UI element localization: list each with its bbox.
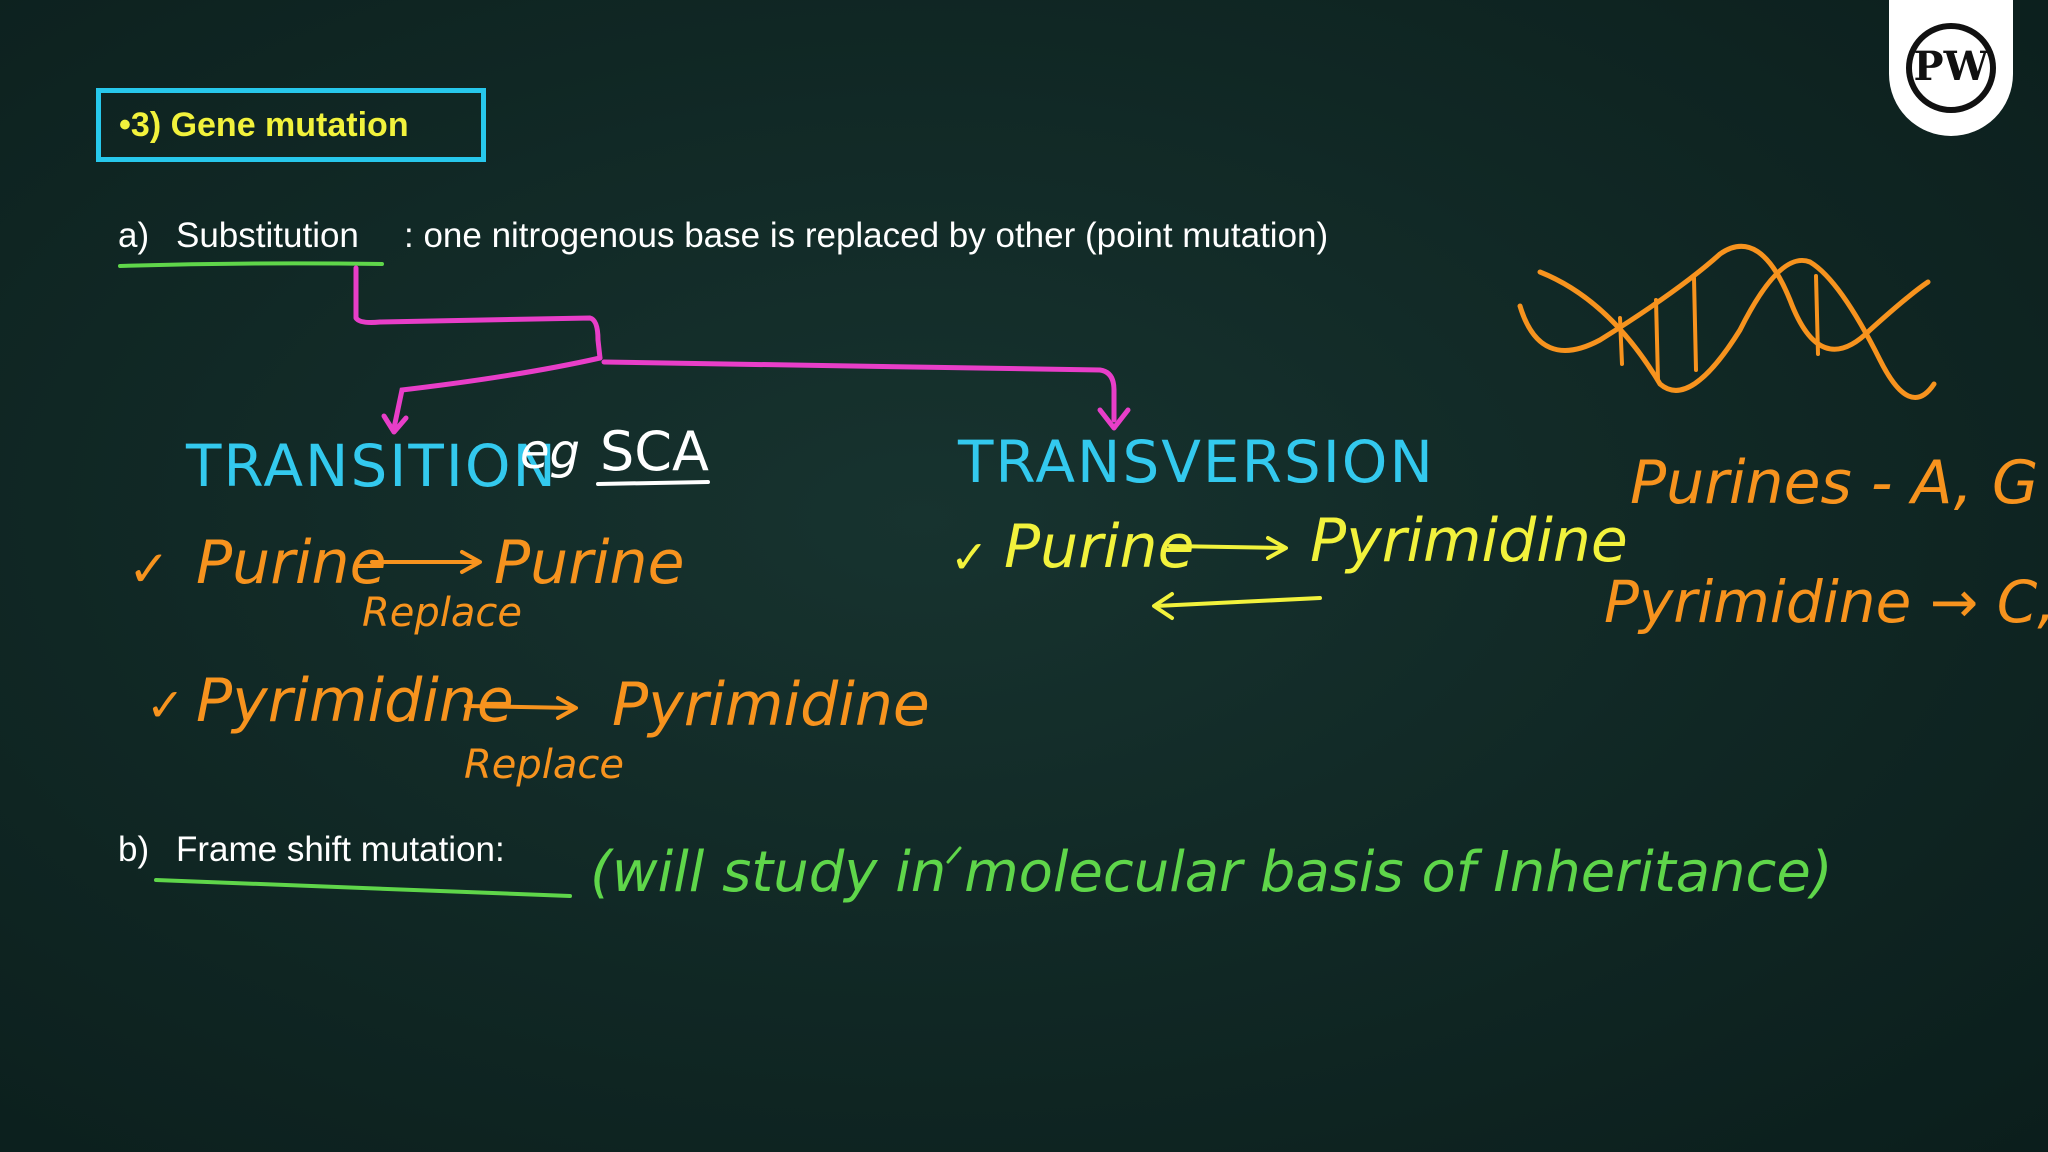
pyrimidines-list: Pyrimidine → C, U, T (1604, 568, 2048, 636)
example-prefix: eg (520, 424, 580, 480)
bracket-stem (353, 265, 603, 361)
substitution-term: Substitution (176, 216, 359, 255)
transversion-check: ✓ (950, 530, 989, 584)
transition-check-2: ✓ (146, 678, 185, 732)
transition-pyrimidine-from: Pyrimidine (196, 666, 514, 736)
transversion-heading: TRANSVERSION (958, 428, 1435, 496)
transition-replace-1: Replace (362, 590, 523, 636)
pw-logo: PW (1889, 0, 2013, 136)
arrow-down-right (1097, 407, 1131, 431)
substitution-definition: : one nitrogenous base is replaced by ot… (404, 216, 1329, 255)
substitution-underline (118, 261, 384, 268)
arrow-down-left (381, 413, 409, 435)
transition-purine-from: Purine (196, 528, 387, 598)
transversion-pyrimidine: Pyrimidine (1310, 506, 1628, 576)
transition-replace-2: Replace (464, 742, 625, 788)
transition-check-1: ✓ (128, 540, 170, 598)
example-sca: SCA (600, 420, 709, 483)
transversion-purine: Purine (1004, 512, 1195, 582)
transition-arrowhead-2 (556, 696, 578, 720)
frame-shift-term: Frame shift mutation: (176, 830, 505, 869)
dna-rung-1 (1618, 316, 1624, 366)
logo-text: PW (1914, 43, 1990, 90)
transition-heading: TRANSITION (186, 432, 558, 500)
transition-pyrimidine-to: Pyrimidine (612, 670, 930, 740)
transversion-arrowhead-right (1266, 536, 1288, 560)
slide-title: •3) Gene mutation (119, 105, 409, 144)
line-b-label: b) (118, 830, 150, 869)
pw-logo-icon: PW (1906, 23, 1996, 113)
frame-shift-note: (will study in molecular basis of Inheri… (590, 840, 1833, 905)
transition-arrowhead-1 (460, 550, 482, 574)
transition-purine-to: Purine (494, 528, 685, 598)
dna-strand-2 (1537, 258, 1937, 400)
dna-rung-2 (1654, 298, 1660, 382)
line-a-label: a) (118, 216, 150, 255)
transversion-arrowhead-left (1152, 592, 1174, 620)
purines-list: Purines - A, G (1630, 448, 2039, 518)
bracket-left-branch (391, 355, 603, 431)
title-box: •3) Gene mutation (96, 88, 486, 162)
dna-rung-3 (1692, 276, 1698, 372)
bracket-right-branch (601, 359, 1117, 423)
dna-rung-4 (1814, 274, 1820, 356)
transversion-arrow-left (1154, 596, 1322, 608)
frame-shift-underline (154, 878, 572, 898)
dna-strand-1 (1517, 243, 1931, 353)
